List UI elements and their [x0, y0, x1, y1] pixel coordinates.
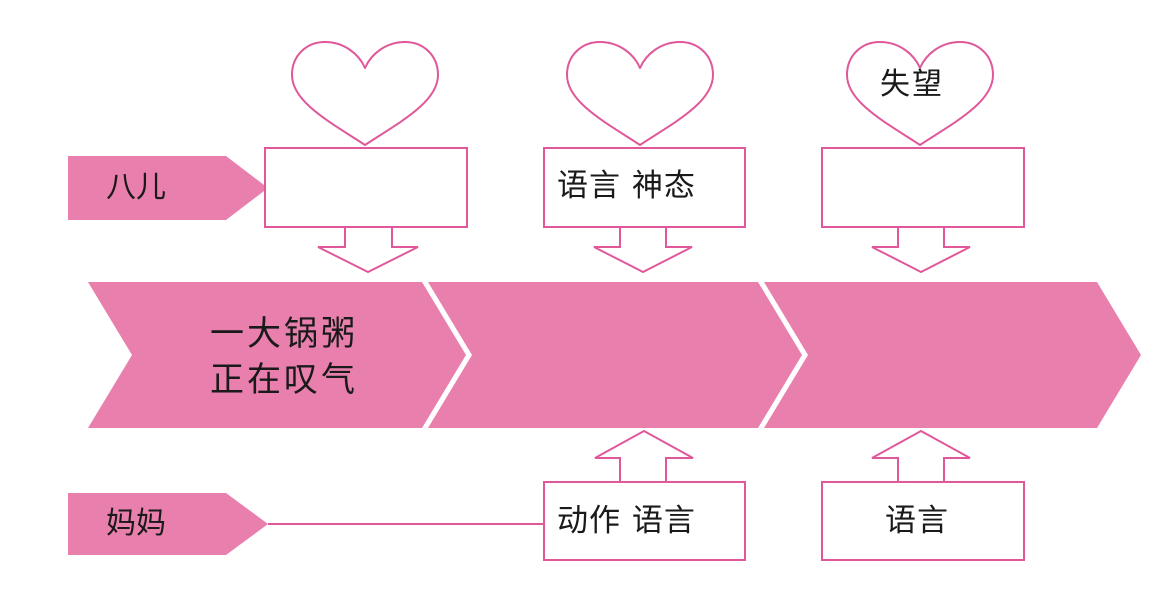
- bottom-box-text-2: 语言: [885, 503, 949, 539]
- stage-chevron-1: [88, 282, 466, 428]
- down-arrow-3: [871, 226, 971, 274]
- heart-2: [566, 41, 714, 146]
- row-tag-top: [68, 156, 268, 220]
- up-arrow-1: [594, 429, 694, 483]
- bottom-box-2: [821, 481, 1025, 561]
- row-label-top: 八儿: [106, 170, 166, 205]
- down-arrow-1: [317, 226, 419, 274]
- bottom-box-text-1: 动作 语言: [557, 503, 696, 539]
- heart-1: [291, 41, 439, 146]
- row-tag-bottom: [68, 493, 268, 555]
- heart-3: [846, 41, 994, 146]
- top-box-text-2: 语言 神态: [557, 168, 696, 204]
- up-arrow-2: [871, 429, 971, 483]
- stage-chevron-2: [428, 282, 802, 428]
- bottom-box-1: [543, 481, 746, 561]
- down-arrow-2: [593, 226, 693, 274]
- top-box-3: [821, 147, 1025, 228]
- stage-1-line2: 正在叹气: [210, 359, 358, 400]
- stage-1-line1: 一大锅粥: [210, 314, 358, 354]
- top-box-1: [264, 147, 468, 228]
- heart-text-3: 失望: [880, 67, 944, 102]
- stage-chevron-3: [764, 282, 1141, 428]
- stage-1-text: 一大锅粥 正在叹气: [210, 312, 358, 404]
- row-label-bottom: 妈妈: [106, 506, 166, 541]
